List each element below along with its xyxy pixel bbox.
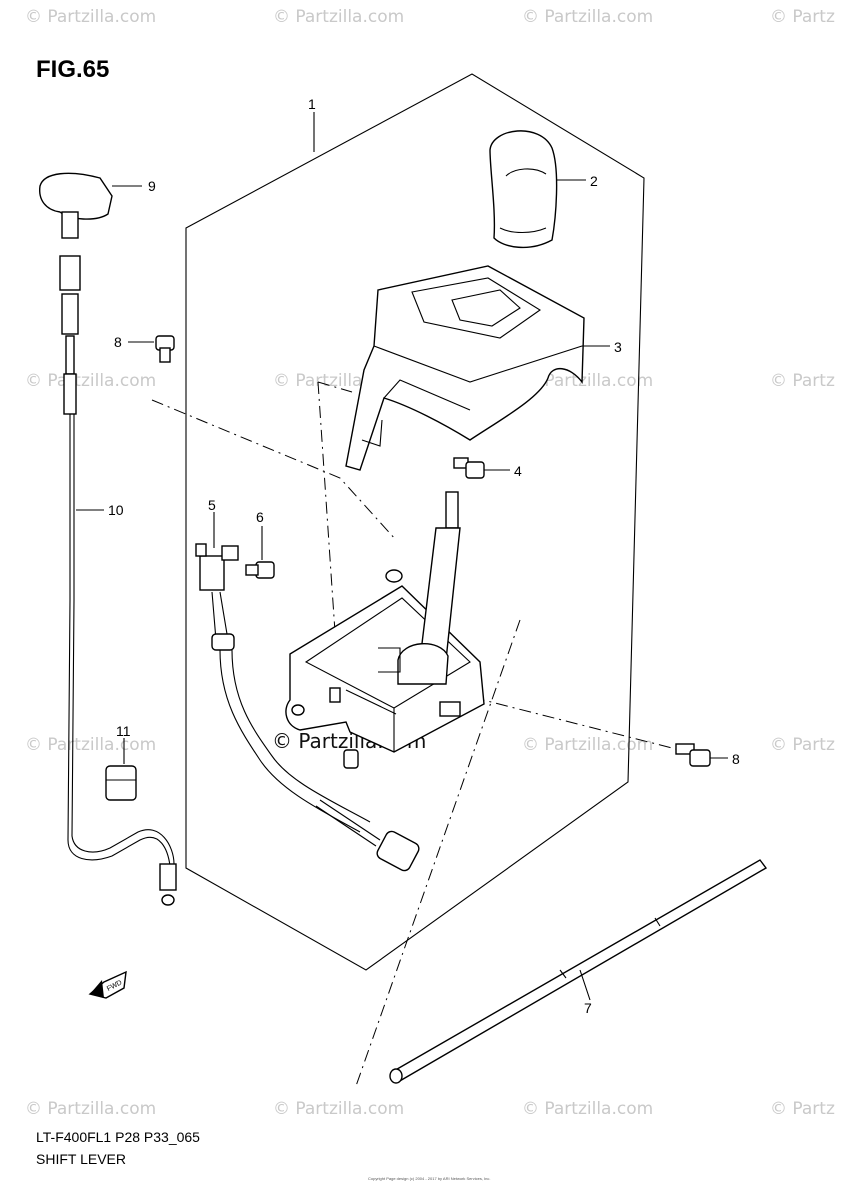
watermark: © Partz: [770, 7, 835, 27]
shift-knob: [489, 130, 558, 249]
leader-7: [579, 969, 591, 1001]
cable-clamp: [105, 765, 137, 801]
callout-8: 8: [732, 751, 740, 767]
reference-line: [151, 399, 397, 541]
watermark: © Partzilla.com: [522, 371, 653, 391]
bolt-part-8-top: [155, 335, 175, 363]
shift-lever-rod: [378, 491, 461, 685]
pivot-collar: [343, 749, 359, 769]
wire-harness: [219, 649, 420, 872]
screw-part-6: [245, 561, 275, 579]
cable-end-fitting: [39, 172, 113, 239]
shift-lever-bracket: [285, 569, 485, 753]
forward-arrow-icon: FWD: [88, 970, 127, 999]
watermark: © Partzilla.com: [522, 7, 653, 27]
bolt-part-8-right: [675, 743, 711, 767]
watermark: © Partzilla.com: [522, 735, 653, 755]
reference-line: [309, 655, 681, 751]
assembly-outline: [185, 73, 645, 971]
watermarks: © Partzilla.com © Partzilla.com © Partzi…: [25, 7, 835, 1119]
figure-title: FIG.65: [36, 56, 109, 83]
watermark: © Partz: [770, 1099, 835, 1119]
copyright-text: Copyright Page design (c) 2004 - 2017 by…: [368, 1176, 491, 1181]
watermark: © Partzilla.com: [273, 1099, 404, 1119]
watermark: © Partz: [770, 735, 835, 755]
callout-9: 9: [148, 178, 156, 194]
callout-1: 1: [308, 96, 316, 112]
callout-11: 11: [116, 723, 131, 739]
shift-cable: [59, 255, 177, 906]
callout-2: 2: [590, 173, 598, 189]
callouts: 1 2 3 4 5 6 7 8 8 9 10 11: [108, 96, 740, 1016]
watermark: © Partzilla.com: [25, 735, 156, 755]
shift-rod: [389, 859, 768, 1084]
callout-6: 6: [256, 509, 264, 525]
watermark: © Partzilla.com: [273, 7, 404, 27]
callout-7: 7: [584, 1000, 592, 1016]
shift-cover: [345, 265, 585, 471]
callout-10: 10: [108, 502, 124, 518]
watermark: © Partzilla.com: [522, 1099, 653, 1119]
callout-3: 3: [614, 339, 622, 355]
model-code: LT-F400FL1 P28 P33_065: [36, 1129, 200, 1145]
figure-caption: SHIFT LEVER: [36, 1151, 126, 1167]
watermark: © Partz: [770, 371, 835, 391]
callout-4: 4: [514, 463, 522, 479]
callout-5: 5: [208, 497, 216, 513]
reference-line: [355, 619, 521, 1087]
watermark: © Partzilla.com: [25, 7, 156, 27]
watermark: © Partzilla.com: [25, 371, 156, 391]
watermark: © Partzilla.com: [25, 1099, 156, 1119]
neutral-switch: [195, 543, 239, 651]
bolt-part-4: [453, 457, 485, 479]
reference-line: [317, 381, 353, 393]
callout-8: 8: [114, 334, 122, 350]
